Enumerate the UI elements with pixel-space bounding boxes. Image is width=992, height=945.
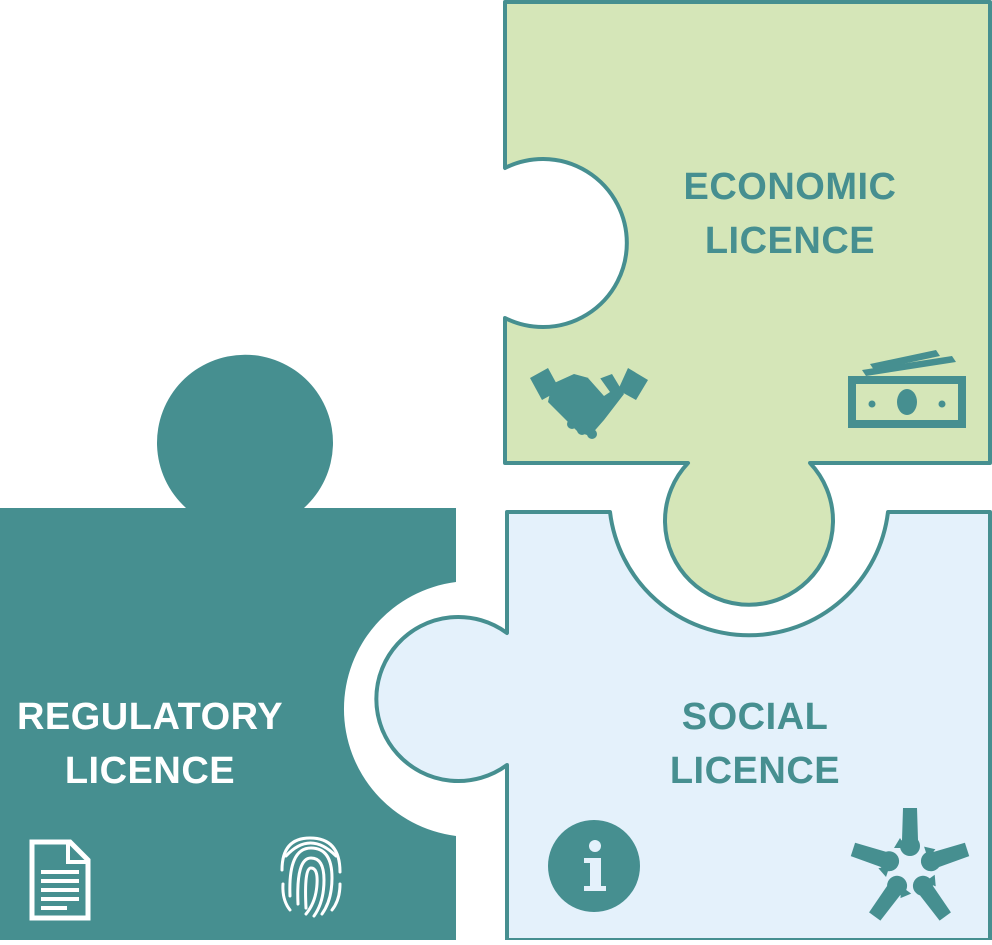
hands-circle-icon xyxy=(850,808,970,921)
social-licence-piece xyxy=(374,510,992,942)
document-icon xyxy=(29,839,91,921)
money-bill-icon xyxy=(848,350,966,428)
regulatory-licence-label: REGULATORY LICENCE xyxy=(5,690,295,798)
economic-label-line2: LICENCE xyxy=(704,220,876,262)
handshake-icon xyxy=(530,368,648,439)
social-label-line2: LICENCE xyxy=(669,750,841,792)
economic-licence-piece xyxy=(503,0,992,607)
regulatory-licence-piece xyxy=(0,354,456,940)
social-label-line1: SOCIAL xyxy=(681,696,829,738)
regulatory-label-line2: LICENCE xyxy=(64,750,236,792)
info-icon xyxy=(548,820,640,912)
economic-licence-label: ECONOMIC LICENCE xyxy=(640,160,940,268)
social-licence-label: SOCIAL LICENCE xyxy=(600,690,910,798)
economic-label-line1: ECONOMIC xyxy=(683,166,897,208)
fingerprint-icon xyxy=(280,836,342,918)
regulatory-label-line1: REGULATORY xyxy=(16,696,284,738)
